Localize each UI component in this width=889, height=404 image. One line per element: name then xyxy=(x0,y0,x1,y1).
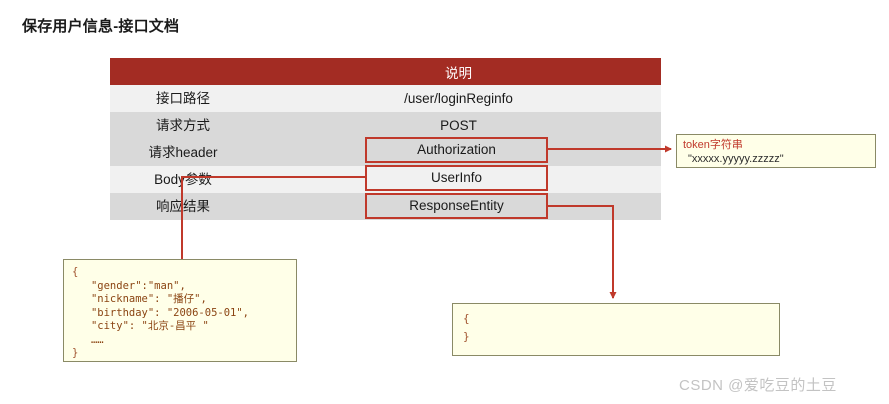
note-response-json: { } xyxy=(452,303,780,356)
row-label-request-header: 请求header xyxy=(110,139,256,166)
json-line: "birthday": "2006-05-01", xyxy=(72,306,250,319)
row-label-interface-path: 接口路径 xyxy=(110,85,256,112)
highlight-box-responseentity: ResponseEntity xyxy=(365,193,548,219)
json-line: } xyxy=(463,330,470,343)
note-token-value: "xxxxx.yyyyy.zzzzz" xyxy=(688,153,784,165)
row-label-response-result: 响应结果 xyxy=(110,193,256,220)
csdn-watermark: CSDN @爱吃豆的土豆 xyxy=(679,377,837,394)
json-line-ellipsis: …… xyxy=(72,333,104,346)
note-token-string: token字符串 "xxxxx.yyyyy.zzzzz" xyxy=(676,134,876,168)
highlight-box-userinfo: UserInfo xyxy=(365,165,548,191)
page-title: 保存用户信息-接口文档 xyxy=(22,18,180,35)
table-header-description: 说明 xyxy=(256,58,661,85)
table-row: 请求方式 POST xyxy=(110,112,661,139)
json-line: } xyxy=(72,347,79,359)
json-line: "city": "北京-昌平 " xyxy=(72,320,209,332)
json-line: "nickname": "播仔", xyxy=(72,293,207,305)
note-token-title: token字符串 xyxy=(683,139,743,151)
note-userinfo-json: { "gender":"man", "nickname": "播仔", "bir… xyxy=(63,259,297,362)
table-row: 接口路径 /user/loginReginfo xyxy=(110,85,661,112)
json-line: "gender":"man", xyxy=(72,279,186,292)
table-header-blank xyxy=(110,58,256,85)
row-label-request-method: 请求方式 xyxy=(110,112,256,139)
table-header-row: 说明 xyxy=(110,58,661,85)
highlight-box-authorization: Authorization xyxy=(365,137,548,163)
json-line: { xyxy=(72,266,79,278)
row-value-interface-path: /user/loginReginfo xyxy=(256,85,661,112)
json-line: { xyxy=(463,312,470,325)
row-label-body-params: Body参数 xyxy=(110,166,256,193)
row-value-request-method: POST xyxy=(256,112,661,139)
